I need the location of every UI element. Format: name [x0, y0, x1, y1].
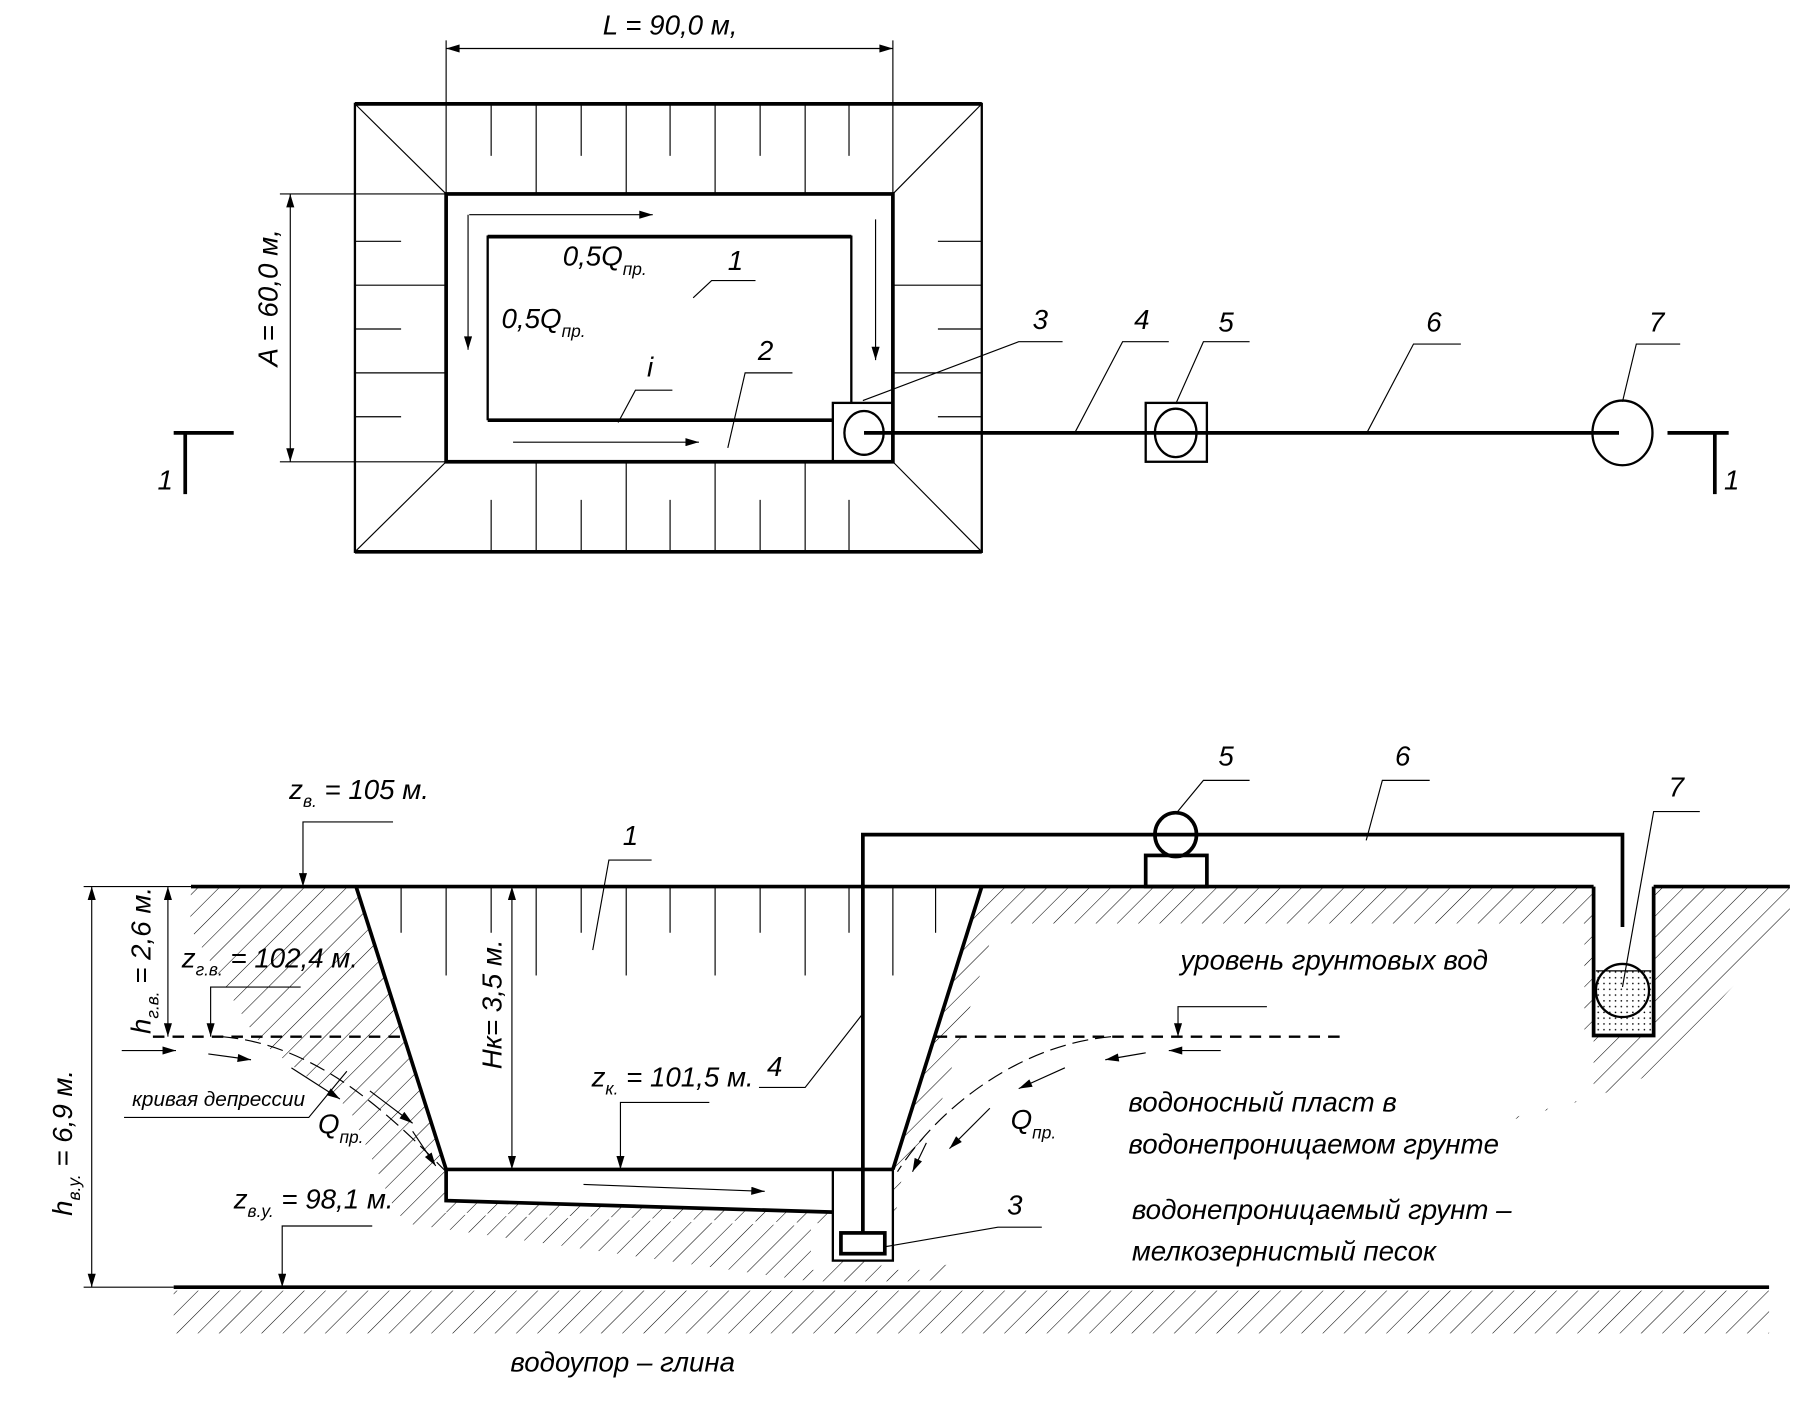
- pit-depth-label: Нк= 3,5 м.: [477, 939, 508, 1069]
- callout-4: 4: [1134, 304, 1149, 335]
- pump-intake: [839, 1231, 887, 1256]
- z-surface-label: zв. = 105 м.: [288, 774, 429, 811]
- drain-channel: [444, 1169, 833, 1214]
- soil-label-2: мелкозернистый песок: [1132, 1236, 1437, 1267]
- z-aquitard-label: zв.у. = 98,1 м.: [233, 1184, 394, 1221]
- slope-ticks: [354, 103, 982, 552]
- flow-label-top: 0,5Qпр.: [563, 241, 647, 279]
- callout-7: 7: [1669, 772, 1686, 803]
- callout-1: 1: [728, 245, 743, 276]
- section-mark-left: [173, 431, 234, 495]
- inflow-label-left: Qпр.: [318, 1109, 364, 1147]
- z-groundwater-label: zг.в. = 102,4 м.: [181, 942, 358, 979]
- pump-5-icon: [1153, 407, 1198, 459]
- pump-5-icon: [1153, 810, 1199, 859]
- corner-diagonals: [354, 103, 983, 553]
- pressure-pipe: [861, 832, 1625, 1233]
- section-label-left: 1: [158, 464, 173, 495]
- section-leaders: [83, 779, 1700, 1288]
- aquitard-label: водоупор – глина: [510, 1346, 735, 1377]
- drain-flow-arrow: [583, 1183, 765, 1195]
- inflow-label-right: Qпр.: [1011, 1104, 1057, 1142]
- pit-slope-right: [891, 886, 984, 1170]
- plan-view: 1 1 L = 90,0 м, A = 60,0 м, 0,5Qпр. 0,5Q…: [158, 10, 1739, 554]
- section-label-right: 1: [1724, 464, 1739, 495]
- plan-outer-edge: [353, 102, 983, 553]
- soil-hatching: [173, 886, 1790, 1334]
- dim-length-label: L = 90,0 м,: [603, 10, 738, 41]
- h-groundwater-label: hг.в. = 2,6 м.: [126, 887, 163, 1034]
- slope-label: i: [647, 351, 654, 382]
- depression-curve-right: [897, 1036, 1112, 1173]
- groundwater-level-label: уровень грунтовых вод: [1178, 945, 1488, 976]
- section-view: zв. = 105 м. zг.в. = 102,4 м. zк. = 101,…: [47, 740, 1790, 1377]
- dim-width-label: A = 60,0 м,: [253, 229, 284, 368]
- callout-5: 5: [1218, 740, 1234, 771]
- depression-curve-left: [222, 1036, 447, 1173]
- callout-2: 2: [757, 335, 773, 366]
- slope-ticks: [400, 886, 937, 976]
- h-aquitard-label: hв.у. = 6,9 м.: [47, 1070, 84, 1216]
- aquifer-label-2: водонепроницаемом грунте: [1128, 1128, 1499, 1159]
- pump-base: [1143, 853, 1209, 889]
- inflow-arrows: [121, 1046, 1221, 1172]
- pit-bottom-edge: [444, 192, 895, 464]
- outlet-ditch: [1591, 886, 1656, 1038]
- callout-6: 6: [1426, 306, 1442, 337]
- pit-slope-left: [354, 886, 448, 1170]
- aquifer-label-1: водоносный пласт в: [1128, 1087, 1396, 1118]
- callout-3: 3: [1033, 304, 1049, 335]
- callout-1: 1: [623, 820, 638, 851]
- flow-label-left: 0,5Qпр.: [502, 303, 586, 341]
- callout-5: 5: [1218, 306, 1234, 337]
- outlet-7-section: [1594, 962, 1651, 1019]
- callout-4: 4: [767, 1051, 782, 1082]
- plan-leaders: [617, 279, 1681, 449]
- callout-3: 3: [1007, 1189, 1023, 1220]
- soil-label-1: водонепроницаемый грунт –: [1132, 1194, 1512, 1225]
- callout-6: 6: [1395, 740, 1411, 771]
- callout-7: 7: [1649, 306, 1666, 337]
- depression-curve-label: кривая депрессии: [132, 1088, 305, 1111]
- z-bottom-label: zк. = 101,5 м.: [591, 1061, 754, 1098]
- section-mark-right: [1667, 431, 1729, 495]
